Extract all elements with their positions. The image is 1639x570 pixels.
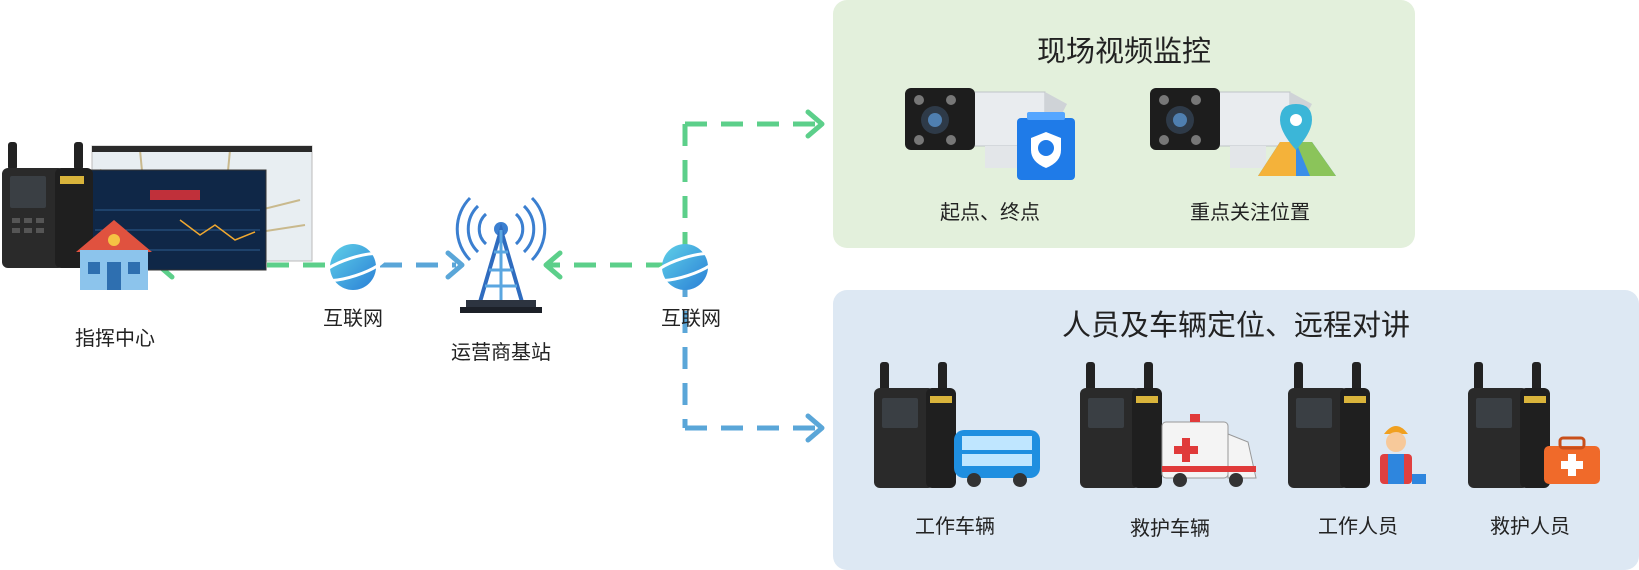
location-item-label-ambulance: 救护车辆 <box>1130 516 1210 540</box>
radio-with-first-aid-kit-icon <box>1468 362 1600 488</box>
location-item-label-rescuer: 救护人员 <box>1490 514 1570 538</box>
video-panel-title: 现场视频监控 <box>1036 34 1211 68</box>
radio-with-ambulance-icon <box>1080 362 1257 488</box>
camera-with-shield-icon <box>905 88 1075 180</box>
internet-planet-icon <box>651 244 719 290</box>
command-center-label: 指挥中心 <box>75 326 155 350</box>
base-station-tower-icon <box>455 196 547 313</box>
video-item-label-key-location: 重点关注位置 <box>1190 200 1310 224</box>
location-item-label-work-vehicle: 工作车辆 <box>915 514 995 538</box>
base-station-label: 运营商基站 <box>451 340 551 364</box>
location-panel-title: 人员及车辆定位、远程对讲 <box>1061 308 1410 342</box>
radio-pair <box>2 142 93 268</box>
radio-with-bus-icon <box>874 362 1040 488</box>
internet-left-label: 互联网 <box>323 306 383 330</box>
internet-right-label: 互联网 <box>661 306 721 330</box>
internet-planet-icon <box>319 244 387 290</box>
command-center-illustration <box>2 142 313 290</box>
house-icon <box>76 220 152 290</box>
camera-with-location-icon <box>1150 88 1336 176</box>
location-item-label-worker: 工作人员 <box>1318 514 1398 538</box>
radio-with-worker-icon <box>1288 362 1426 488</box>
video-item-label-start-end: 起点、终点 <box>940 200 1040 224</box>
